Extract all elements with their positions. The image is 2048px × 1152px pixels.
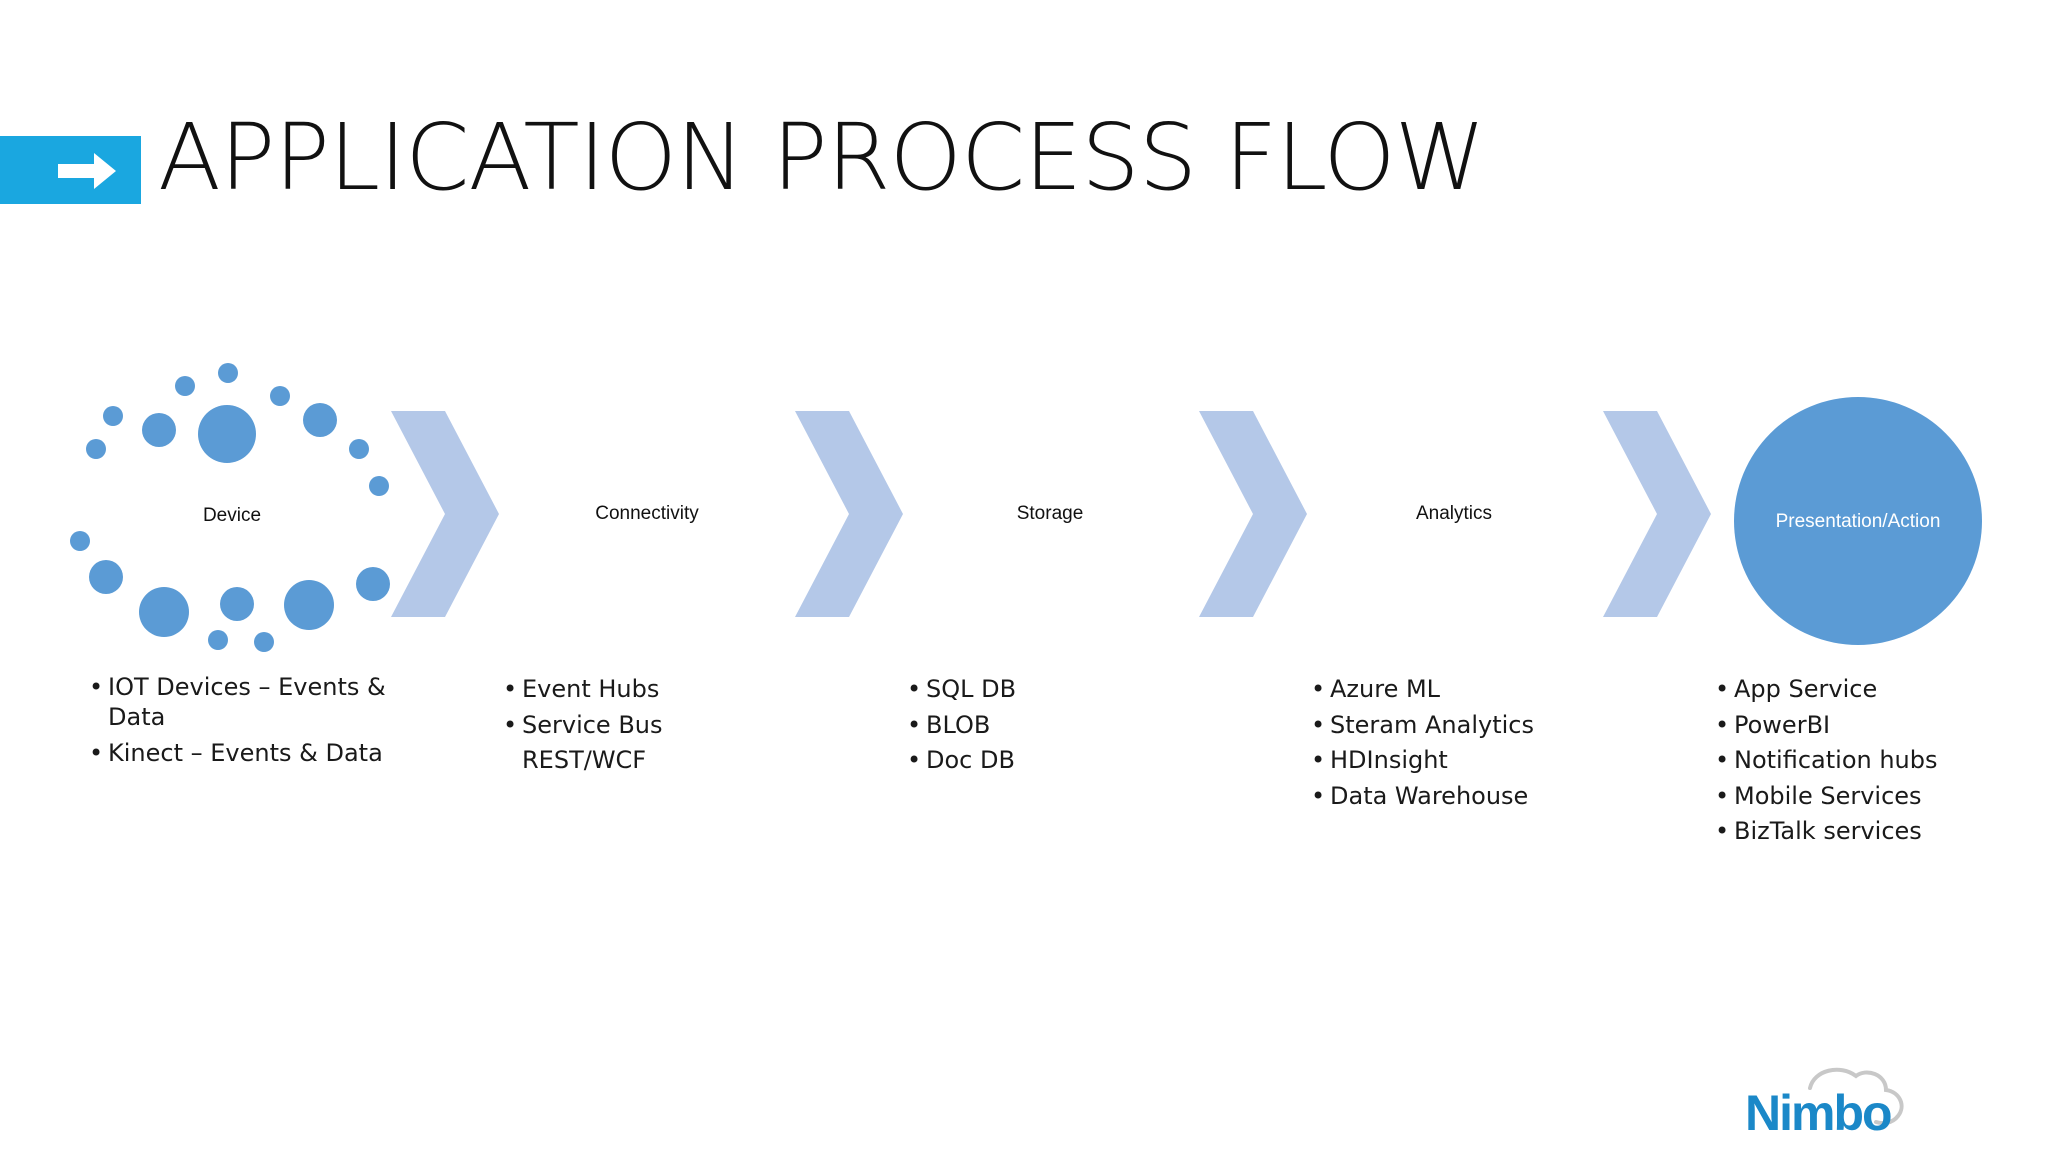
chevron-right-icon <box>1199 411 1307 617</box>
dot <box>356 567 390 601</box>
dot <box>208 630 228 650</box>
title-accent-bar <box>0 136 141 204</box>
scattered-dots-icon <box>70 363 390 652</box>
device-list: IOT Devices – Events & Data Kinect – Eve… <box>89 672 389 768</box>
analytics-list: Azure ML Steram Analytics HDInsight Data… <box>1311 672 1611 814</box>
chevron-right-icon <box>795 411 903 617</box>
stage-label-analytics: Analytics <box>1415 503 1493 524</box>
list-item-continuation: REST/WCF <box>522 746 647 774</box>
dot <box>218 363 238 383</box>
dot <box>254 632 274 652</box>
list-item: Event Hubs <box>503 672 793 708</box>
list-item: App Service <box>1715 672 2025 708</box>
presentation-circle <box>1734 397 1982 645</box>
list-item: IOT Devices – Events & <box>89 672 389 702</box>
list-item: HDInsight <box>1311 743 1611 779</box>
connectivity-list: Event Hubs Service Bus REST/WCF <box>503 672 793 779</box>
stage-label-connectivity: Connectivity <box>595 503 699 524</box>
dot <box>270 386 290 406</box>
list-item: Doc DB <box>907 743 1197 779</box>
list-item: Mobile Services <box>1715 779 2025 815</box>
stage-label-storage: Storage <box>1016 503 1084 524</box>
logo-text: Nimbo <box>1745 1085 1893 1141</box>
list-item: BLOB <box>907 708 1197 744</box>
dot <box>103 406 123 426</box>
dot <box>142 413 176 447</box>
dot <box>89 560 123 594</box>
list-item: Service Bus <box>503 708 793 744</box>
storage-list: SQL DB BLOB Doc DB <box>907 672 1197 779</box>
list-item: Azure ML <box>1311 672 1611 708</box>
list-item: Kinect – Events & Data <box>89 738 389 768</box>
presentation-list: App Service PowerBI Notification hubs Mo… <box>1715 672 2025 850</box>
dot <box>175 376 195 396</box>
list-item: PowerBI <box>1715 708 2025 744</box>
list-item-continuation: Data <box>108 703 166 731</box>
list-item: BizTalk services <box>1715 814 2025 850</box>
dot <box>220 587 254 621</box>
page-title: APPLICATION PROCESS FLOW <box>158 104 1486 211</box>
list-item: Data Warehouse <box>1311 779 1611 815</box>
list-item: SQL DB <box>907 672 1197 708</box>
dot <box>349 439 369 459</box>
list-item: Steram Analytics <box>1311 708 1611 744</box>
dot <box>284 580 334 630</box>
chevron-right-icon <box>1603 411 1711 617</box>
arrow-right-icon <box>58 153 116 189</box>
list-item: Notification hubs <box>1715 743 2025 779</box>
dot <box>86 439 106 459</box>
dot <box>139 587 189 637</box>
stage-label-presentation: Presentation/Action <box>1775 511 1941 532</box>
dot <box>70 531 90 551</box>
dot <box>369 476 389 496</box>
chevron-right-icon <box>391 411 499 617</box>
dot <box>303 403 337 437</box>
stage-label-device: Device <box>202 505 262 526</box>
dot <box>198 405 256 463</box>
cloud-icon <box>1808 1067 1904 1126</box>
